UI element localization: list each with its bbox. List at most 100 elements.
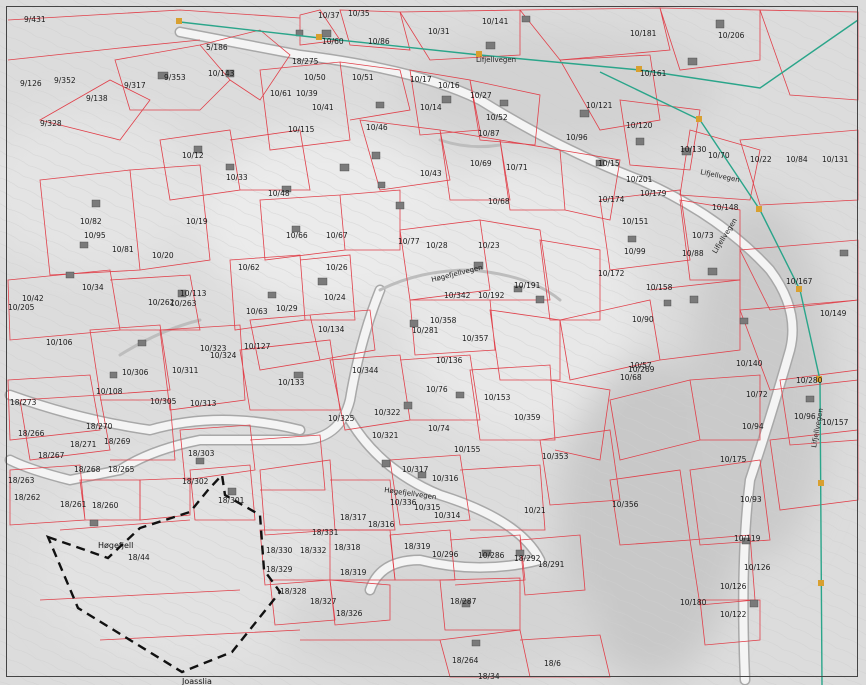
parcel-label: 10/131: [822, 155, 849, 164]
power-line: [176, 18, 859, 685]
parcel-label: 18/317: [340, 513, 367, 522]
parcel-label: 18/44: [128, 553, 150, 562]
parcel-label: 10/70: [708, 151, 730, 160]
parcel-label: 10/108: [96, 387, 123, 396]
parcel-label: 10/46: [366, 123, 388, 132]
parcel-label: 10/323: [200, 344, 227, 353]
parcel-label: 10/52: [486, 113, 508, 122]
parcel-label: 10/134: [318, 325, 345, 334]
parcel-label: 10/42: [22, 294, 44, 303]
parcel-label: 10/81: [112, 245, 134, 254]
parcel-label: 10/296: [432, 550, 459, 559]
parcel-label: 18/332: [300, 546, 327, 555]
parcel-label: 10/344: [352, 366, 379, 375]
parcel-label: 18/263: [8, 476, 35, 485]
parcel-label: 10/359: [514, 413, 541, 422]
parcel-label: 10/51: [352, 73, 374, 82]
parcel-label: 10/33: [226, 173, 248, 182]
parcel-label: 10/315: [414, 503, 441, 512]
parcel-label: 10/63: [246, 307, 268, 316]
parcel-label: 10/316: [432, 474, 459, 483]
parcel-label: 18/261: [60, 500, 87, 509]
parcel-label: 18/330: [266, 546, 293, 555]
parcel-label: 10/22: [750, 155, 772, 164]
parcel-label: 10/90: [632, 315, 654, 324]
parcel-label: 18/319: [404, 542, 431, 551]
parcel-label: 10/61: [270, 89, 292, 98]
parcel-label: 18/303: [188, 449, 215, 458]
parcel-label: 9/431: [24, 15, 46, 24]
parcel-label: 10/311: [172, 366, 199, 375]
parcel-label: 18/316: [368, 520, 395, 529]
parcel-label: 18/319: [340, 568, 367, 577]
parcel-label: 10/191: [514, 281, 541, 290]
parcel-label: 10/84: [786, 155, 808, 164]
parcel-label: 10/141: [482, 17, 509, 26]
parcel-label: 10/106: [46, 338, 73, 347]
parcel-label: 10/14: [420, 103, 442, 112]
parcel-label: 10/161: [640, 69, 667, 78]
parcel-label: 10/21: [524, 506, 546, 515]
parcel-label: 10/37: [318, 11, 340, 20]
parcel-label: 10/149: [820, 309, 847, 318]
parcel-label: 18/291: [538, 560, 565, 569]
parcel-label: 10/305: [150, 397, 177, 406]
parcel-label: 10/48: [268, 189, 290, 198]
parcel-label: 10/127: [244, 342, 271, 351]
parcel-label: 18/6: [544, 659, 561, 668]
parcel-label: 10/68: [620, 373, 642, 382]
parcel-label: 10/262: [148, 298, 175, 307]
parcel-label: 18/331: [312, 528, 339, 537]
parcel-label: 10/60: [322, 37, 344, 46]
parcel-label: 10/181: [630, 29, 657, 38]
parcel-label: 10/205: [8, 303, 35, 312]
parcel-label: 18/318: [334, 543, 361, 552]
parcel-label: 10/69: [470, 159, 492, 168]
parcel-label: 10/19: [186, 217, 208, 226]
parcel-label: 10/336: [390, 498, 417, 507]
parcel-label: 10/140: [736, 359, 763, 368]
parcel-label: 18/265: [108, 465, 135, 474]
parcel-label: 10/317: [402, 465, 429, 474]
parcel-label: 10/50: [304, 73, 326, 82]
parcel-label: 18/260: [92, 501, 119, 510]
parcel-label: 9/352: [54, 76, 76, 85]
parcel-label: 10/201: [626, 175, 653, 184]
parcel-label: 10/34: [82, 283, 104, 292]
parcel-label: 10/322: [374, 408, 401, 417]
parcel-label: 18/287: [450, 597, 477, 606]
parcel-label: 10/41: [312, 103, 334, 112]
parcel-label: 10/158: [646, 283, 673, 292]
parcel-label: 10/73: [692, 231, 714, 240]
parcel-label: 10/113: [180, 289, 207, 298]
parcel-label: 18/328: [280, 587, 307, 596]
parcel-label: 18/268: [74, 465, 101, 474]
parcel-label: 9/328: [40, 119, 62, 128]
parcel-label: 10/39: [296, 89, 318, 98]
parcel-label: 18/275: [292, 57, 319, 66]
parcel-label: 10/263: [170, 299, 197, 308]
parcel-label: 10/151: [622, 217, 649, 226]
parcel-label: 10/26: [326, 263, 348, 272]
parcel-label: 10/269: [628, 365, 655, 374]
parcel-label: 10/77: [398, 237, 420, 246]
parcel-label: 10/192: [478, 291, 505, 300]
parcel-label: 10/57: [630, 361, 652, 370]
parcel-label: 18/266: [18, 429, 45, 438]
parcel-label: 18/329: [266, 565, 293, 574]
parcel-label: 10/281: [412, 326, 439, 335]
parcel-label: 10/24: [324, 293, 346, 302]
parcel-label: 10/120: [626, 121, 653, 130]
parcel-label: 10/15: [598, 159, 620, 168]
parcel-label: 10/28: [426, 241, 448, 250]
parcel-label: 10/87: [478, 129, 500, 138]
parcel-label: 10/358: [430, 316, 457, 325]
parcel-label: 10/99: [624, 247, 646, 256]
parcel-label: 18/262: [14, 493, 41, 502]
parcel-label: 10/74: [428, 424, 450, 433]
parcel-label: 10/93: [740, 495, 762, 504]
parcel-label: 10/342: [444, 291, 471, 300]
parcel-label: 10/353: [542, 452, 569, 461]
